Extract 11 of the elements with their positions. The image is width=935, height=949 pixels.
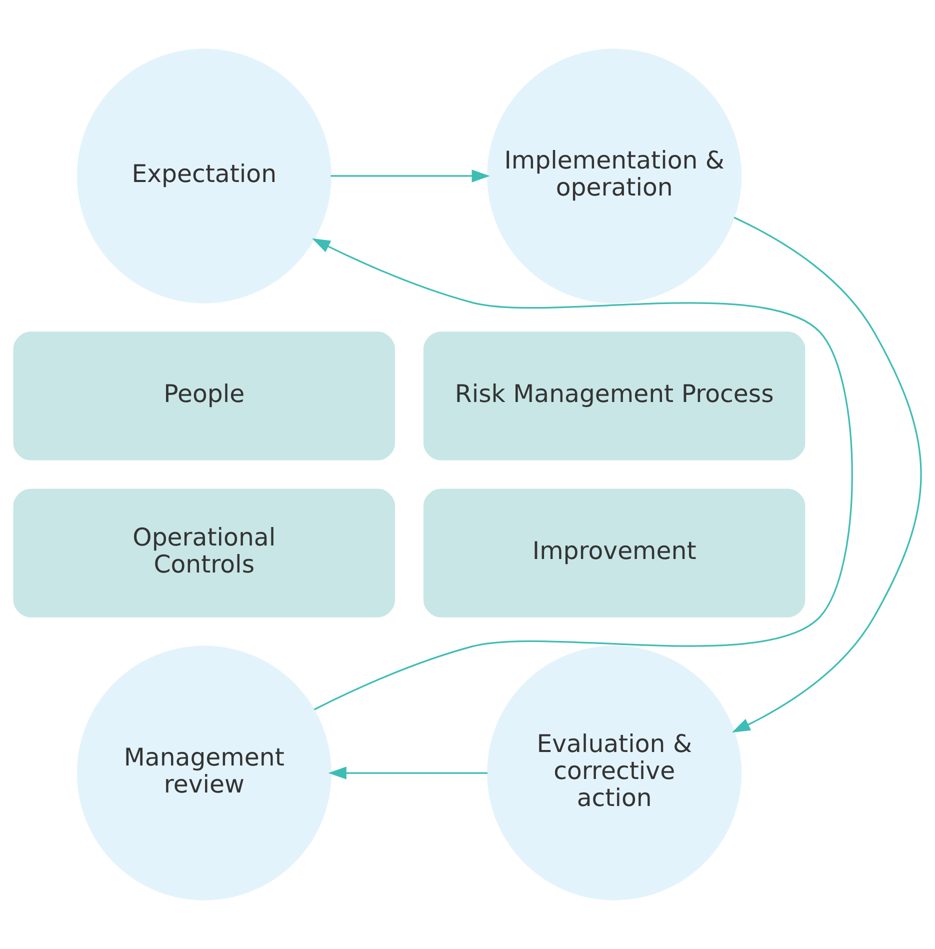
node-circle: Evaluation & corrective action	[487, 646, 742, 900]
arrow	[732, 216, 922, 733]
arrow	[330, 170, 490, 182]
node-box: Operational Controls	[13, 488, 396, 618]
node-circle: Management review	[76, 646, 332, 900]
arrow	[312, 238, 853, 710]
node-circle: Implementation & operation	[487, 48, 742, 304]
node-box: Improvement	[423, 488, 806, 618]
arrow	[328, 766, 488, 780]
node-box: People	[13, 332, 396, 460]
node-box: Risk Management Process	[423, 332, 806, 460]
